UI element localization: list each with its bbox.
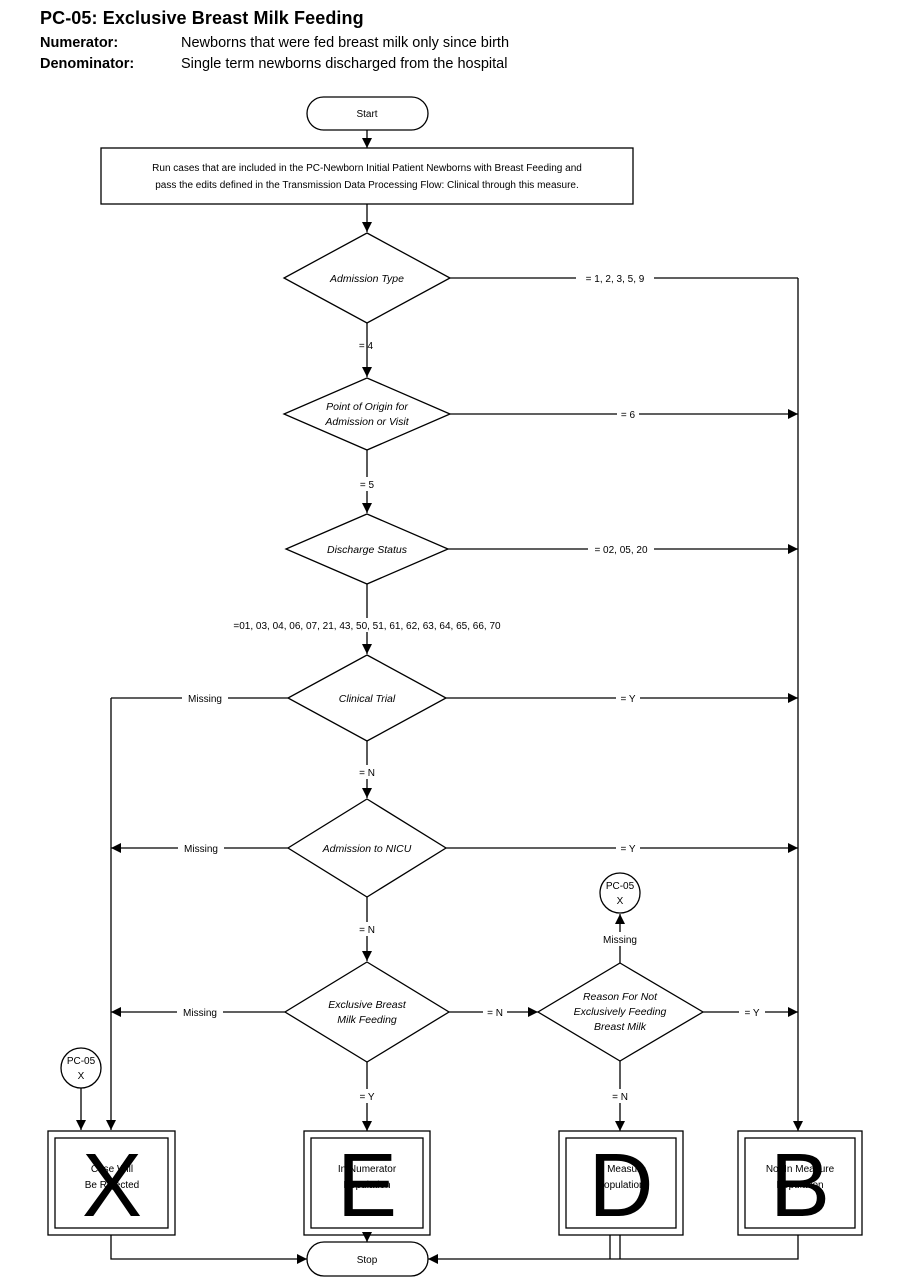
outcome-b-line1: Not In Measure	[766, 1164, 835, 1175]
outcome-x-line1: Case Will	[91, 1164, 133, 1175]
outcome-x-letter: X	[82, 1136, 142, 1236]
connector-top-line1: PC-05	[606, 881, 635, 892]
label-adm-type-down: = 4	[359, 341, 374, 352]
outcome-d-line1: In Measure	[596, 1164, 646, 1175]
label-clinical-down: = N	[359, 768, 375, 779]
process-line-2: pass the edits defined in the Transmissi…	[155, 180, 579, 191]
connector-top-line2: X	[617, 896, 624, 907]
process-line-1: Run cases that are included in the PC-Ne…	[152, 163, 582, 174]
outcome-e-line2: Population	[343, 1180, 390, 1191]
decision-exclusive-breast-milk	[283, 961, 451, 1063]
exclusive-bm-text-1: Exclusive Breast	[328, 999, 407, 1011]
label-adm-type-right: = 1, 2, 3, 5, 9	[586, 274, 645, 285]
connector-left-line1: PC-05	[67, 1056, 96, 1067]
outcome-d-letter: D	[589, 1136, 654, 1236]
reason-not-text-1: Reason For Not	[583, 991, 658, 1003]
label-reason-right: = Y	[744, 1008, 759, 1019]
stop-terminal	[306, 1241, 429, 1277]
connector-left-line2: X	[78, 1071, 85, 1082]
denominator-text: Single term newborns discharged from the…	[181, 56, 508, 72]
start-label: Start	[356, 109, 377, 120]
label-origin-right: = 6	[621, 410, 636, 421]
label-clinical-missing: Missing	[188, 694, 222, 705]
edge-labels: = 1, 2, 3, 5, 9 = 4 = 6 = 5 = 02, 05, 20…	[177, 271, 765, 1103]
label-ebm-missing: Missing	[183, 1008, 217, 1019]
connector-left-pc05	[60, 1047, 102, 1089]
label-clinical-right: = Y	[620, 694, 635, 705]
outcome-b-letter: B	[770, 1136, 830, 1236]
decision-point-of-origin	[282, 377, 452, 451]
outcome-x-box	[47, 1130, 176, 1236]
page-title: PC-05: Exclusive Breast Milk Feeding	[40, 8, 364, 28]
admission-type-text: Admission Type	[329, 273, 404, 285]
outcome-d-box	[558, 1130, 684, 1236]
label-reason-down: = N	[612, 1092, 628, 1103]
numerator-label: Numerator:	[40, 35, 119, 51]
outcome-e-box	[303, 1130, 431, 1236]
outcome-x-line2: Be Rejected	[85, 1180, 139, 1191]
admission-nicu-text: Admission to NICU	[322, 843, 412, 855]
reason-not-text-2: Exclusively Feeding	[574, 1006, 667, 1018]
outcome-b-box	[737, 1130, 863, 1236]
denominator-label: Denominator:	[40, 56, 135, 72]
label-discharge-down: =01, 03, 04, 06, 07, 21, 43, 50, 51, 61,…	[233, 621, 501, 632]
header: PC-05: Exclusive Breast Milk Feeding Num…	[40, 8, 880, 72]
point-of-origin-text-2: Admission or Visit	[324, 416, 409, 428]
connector-top-pc05	[599, 872, 641, 914]
discharge-status-text: Discharge Status	[327, 544, 408, 556]
numerator-text: Newborns that were fed breast milk only …	[181, 35, 510, 51]
label-ebm-right: = N	[487, 1008, 503, 1019]
process-box	[100, 147, 634, 205]
label-origin-down: = 5	[360, 480, 375, 491]
clinical-trial-text: Clinical Trial	[339, 693, 396, 705]
outcome-d-line2: Population	[597, 1180, 644, 1191]
reason-not-text-3: Breast Milk	[594, 1021, 647, 1033]
outcome-e-line1: In Numerator	[338, 1164, 397, 1175]
outcome-e-letter: E	[337, 1136, 397, 1236]
outcome-b-line2: Population	[776, 1180, 823, 1191]
label-nicu-right: = Y	[620, 844, 635, 855]
stop-label: Stop	[357, 1255, 378, 1266]
label-reason-up: Missing	[603, 935, 637, 946]
label-nicu-missing: Missing	[184, 844, 218, 855]
label-discharge-right: = 02, 05, 20	[594, 545, 648, 556]
exclusive-bm-text-2: Milk Feeding	[337, 1014, 397, 1026]
label-nicu-down: = N	[359, 925, 375, 936]
point-of-origin-text-1: Point of Origin for	[326, 401, 408, 413]
label-ebm-down: = Y	[359, 1092, 374, 1103]
